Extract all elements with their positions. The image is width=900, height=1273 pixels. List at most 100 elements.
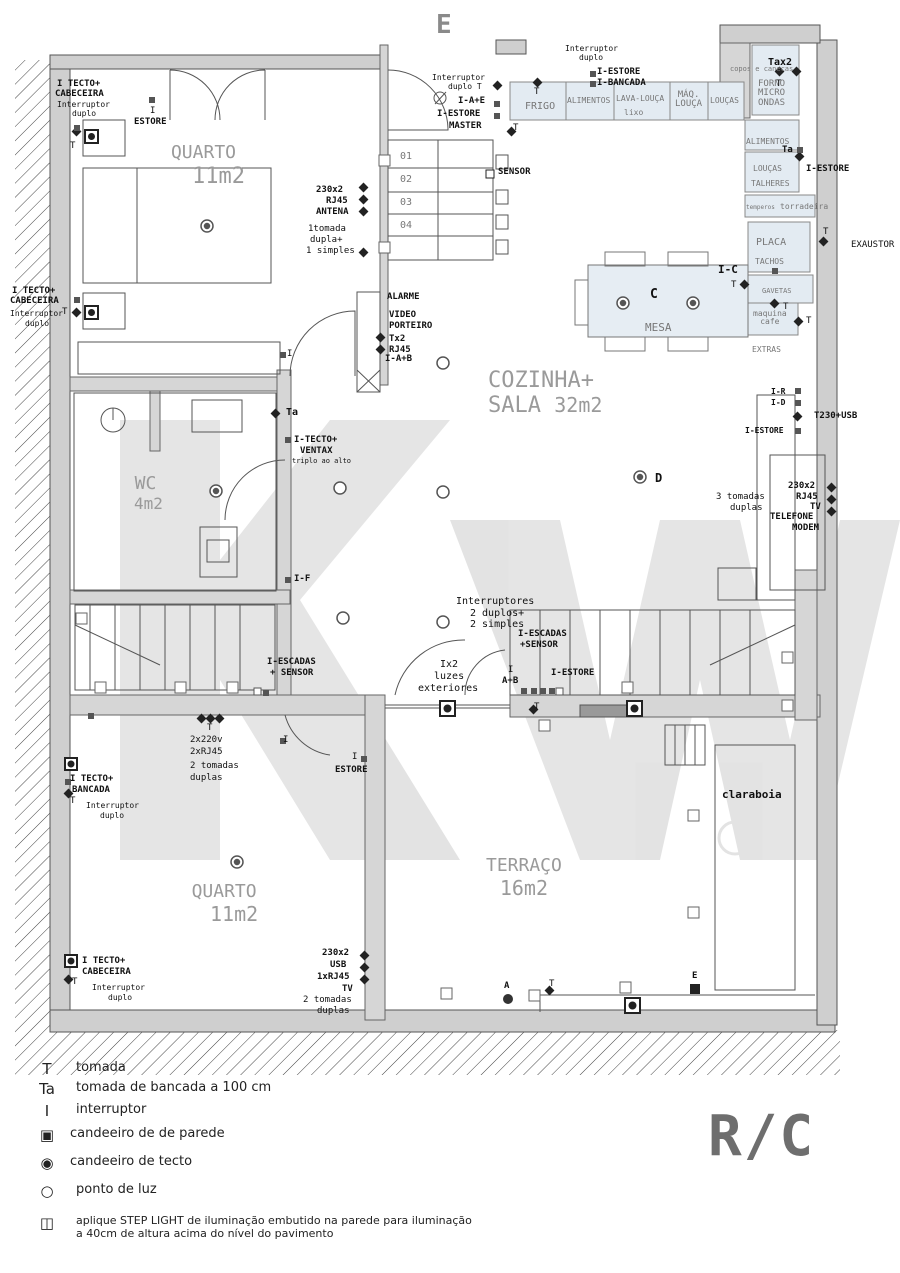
q2-220: 2x220v <box>190 735 223 745</box>
stair-step-02: 02 <box>400 174 413 185</box>
q2-estore: ESTORE <box>335 765 368 775</box>
ab-i: I <box>508 665 514 675</box>
wall-lights <box>64 129 643 1014</box>
top-interruptor: Interruptor <box>565 44 618 53</box>
i-estore-sala: I-ESTORE <box>745 426 784 435</box>
i-f-label: I-F <box>294 574 311 584</box>
kitchen-maq-1: MÁQ. <box>677 90 700 100</box>
i-tecto-wc: I-TECTO+ <box>294 435 338 445</box>
interruptores-simples: 2 simples <box>470 619 525 630</box>
t230usb-label: T230+USB <box>814 411 858 421</box>
kitchen-placa: PLACA <box>756 237 787 248</box>
q2-1rj45: 1xRJ45 <box>317 972 350 982</box>
top-t: T <box>534 87 540 97</box>
t-mesa: T <box>783 302 789 312</box>
q2-duplas: duplas <box>190 773 223 783</box>
q1b-itecto: I TECTO+ <box>12 286 56 296</box>
q2-2tomadas-b: 2 tomadas <box>303 995 352 1005</box>
sensor-label: SENSOR <box>498 167 531 177</box>
interruptores-duplos: 2 duplos+ <box>470 608 525 619</box>
table-c-label: C <box>650 287 658 302</box>
ic-label: I-C <box>718 263 738 276</box>
q1-cabeceira: CABECEIRA <box>55 89 104 99</box>
exteriores-label: exteriores <box>418 683 479 694</box>
i-estore-term: I-ESTORE <box>551 668 595 678</box>
legend-row: ▣ candeeiro de de parede <box>30 1126 225 1146</box>
kitchen-tachos: TACHOS <box>755 257 784 266</box>
s-duplas: duplas <box>730 503 763 513</box>
switches <box>65 71 803 1004</box>
t-term: T <box>534 702 540 712</box>
q1-i2: I <box>287 349 293 359</box>
floor-label: R/C <box>708 1104 816 1169</box>
room-quarto-top: QUARTO 11m2 <box>162 142 245 189</box>
q1-antena: ANTENA <box>316 207 349 217</box>
ta-right: Ta <box>782 145 793 155</box>
kitchen-forno-3: ONDAS <box>758 97 786 108</box>
q1b-cabeceira: CABECEIRA <box>10 296 59 306</box>
q1-rj45: RJ45 <box>326 196 348 206</box>
room-area: 16m2 <box>499 875 549 900</box>
kitchen-forno-2: MICRO <box>758 88 786 99</box>
legend-label: aplique STEP LIGHT de iluminação embutid… <box>76 1214 472 1227</box>
kitchen-extras: EXTRAS <box>752 345 781 354</box>
ter-e: E <box>692 971 698 981</box>
q1-i: I <box>150 106 156 116</box>
stair-step-04: 04 <box>400 220 413 231</box>
q2b-interruptor: Interruptor <box>92 983 145 992</box>
q2-itecto: I TECTO+ <box>70 774 114 784</box>
q1-interruptor: Interruptor <box>57 100 110 109</box>
candeeiro-parede-icon: ▣ <box>39 1126 55 1144</box>
room-quarto-bottom: QUARTO 11m2 <box>190 881 259 926</box>
q2b-duplo: duplo <box>108 993 133 1002</box>
video-label: VIDEO <box>389 310 417 320</box>
compass-label: E <box>436 10 452 40</box>
q1-itecto: I TECTO+ <box>57 79 101 89</box>
legend-label: candeeiro de tecto <box>70 1154 193 1169</box>
kitchen-lixo: lixo <box>624 108 644 117</box>
s-230: 230x2 <box>788 481 816 491</box>
hall-interruptor: Interruptor <box>432 73 485 82</box>
q2-bancada: BANCADA <box>72 785 110 795</box>
stair-step-03: 03 <box>400 197 413 208</box>
t-exaustor: T <box>823 227 829 237</box>
legend-row: I interruptor <box>30 1102 147 1122</box>
kitchen-alimentos: ALIMENTOS <box>567 96 611 105</box>
candeeiro-tecto-icon: ◉ <box>40 1154 54 1172</box>
ix2-label: Ix2 <box>440 659 459 670</box>
wc-fixtures <box>73 392 286 592</box>
room-area: 11m2 <box>192 163 245 189</box>
esc-left-2: + SENSOR <box>270 668 314 678</box>
interior-walls <box>69 42 821 1021</box>
q2-i: I <box>283 735 289 745</box>
rj45-video: RJ45 <box>389 345 411 355</box>
kitchen-maq-2: LOUÇA <box>675 99 703 110</box>
room-terraco: TERRAÇO 16m2 <box>486 855 562 900</box>
ter-a: A <box>504 981 510 991</box>
q1-duplo: duplo <box>72 109 97 118</box>
legend-label: interruptor <box>76 1102 147 1117</box>
tx2-label: Tx2 <box>389 334 406 344</box>
iab-label: I-A+B <box>385 354 413 364</box>
q1-t: T <box>70 141 76 151</box>
legend-label: candeeiro de de parede <box>70 1126 225 1141</box>
kitchen-frigo: FRIGO <box>525 101 556 112</box>
s-modem: MODEM <box>792 523 820 533</box>
q2-2tomadas: 2 tomadas <box>190 761 239 771</box>
tomada-icon: T <box>42 1060 52 1078</box>
q1-dupla: dupla+ <box>310 235 343 245</box>
legend-row: ◉ candeeiro de tecto <box>30 1154 192 1174</box>
kitchen-gavetas: GAVETAS <box>762 287 792 295</box>
ter-t: T <box>549 979 555 989</box>
q1b-duplo: duplo <box>25 319 50 328</box>
s-tv: TV <box>810 502 821 512</box>
q2-230b: 230x2 <box>322 948 350 958</box>
kitchen-maq-louca: MÁQ. LOUÇA <box>675 90 703 110</box>
step-light-icon: ◫ <box>39 1214 55 1232</box>
tax2-label: Tax2 <box>768 57 793 68</box>
kitchen-forno: FORNO MICRO ONDAS <box>758 79 786 108</box>
legend-label: tomada <box>76 1060 126 1075</box>
kitchen-maquina-cafe: maquina cafe <box>753 309 787 327</box>
q2-duplas-b: duplas <box>317 1006 350 1016</box>
